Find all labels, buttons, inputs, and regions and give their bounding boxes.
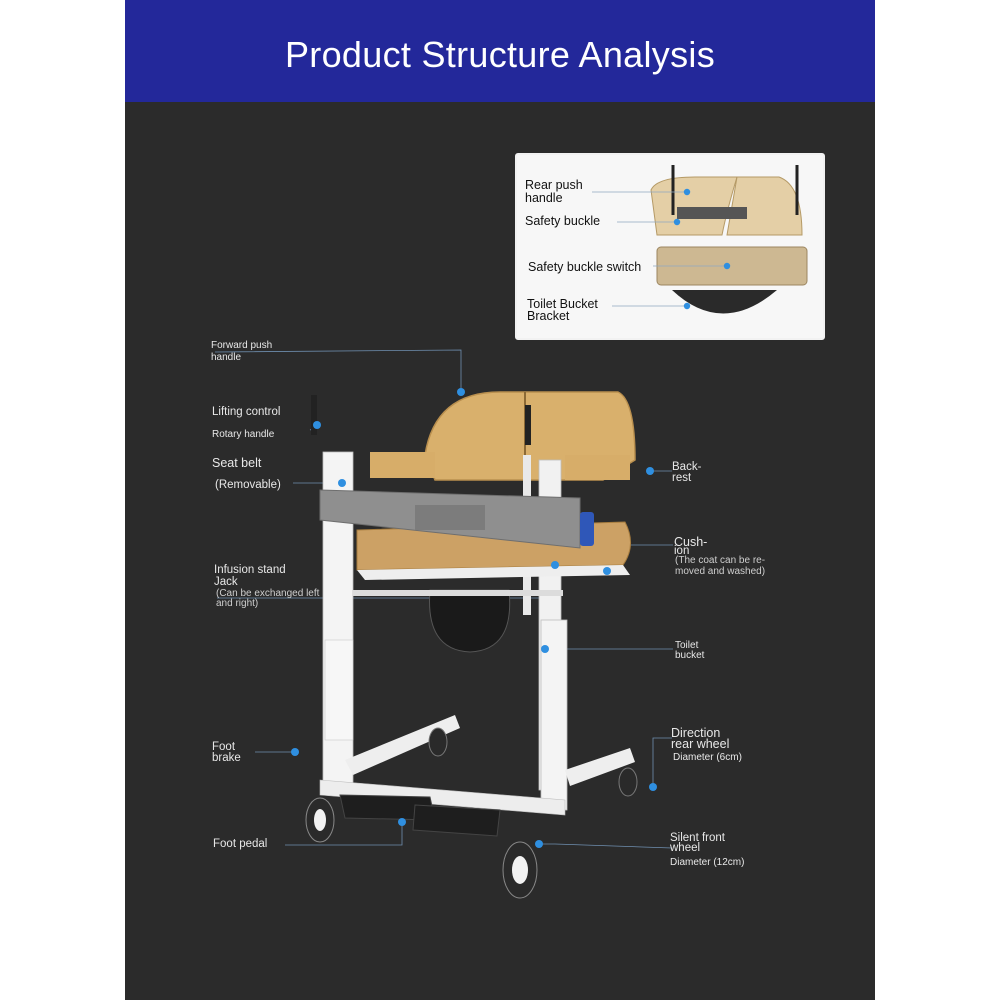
label-silent-wheel-diameter: Diameter (12cm) (670, 857, 745, 868)
page-title: Product Structure Analysis (285, 34, 715, 75)
label-cushion-2: ion (674, 545, 690, 557)
product-poster: Product Structure Analysis (125, 0, 875, 1000)
inset-illustration (517, 155, 823, 338)
chair (305, 391, 638, 899)
label-rear-push-handle-1: Rear push (525, 178, 583, 192)
label-rotary-handle: Rotary handle (212, 429, 275, 440)
transfer-chair-illustration (214, 349, 673, 899)
label-seat-belt: Seat belt (212, 456, 262, 470)
label-cushion-3: (The coat can be re- (675, 555, 766, 566)
label-foot-brake-2: brake (212, 752, 241, 764)
label-toilet-bucket-bracket-1: Toilet Bucket (527, 297, 598, 311)
detail-inset: Rear push handle Safety buckle Safety bu… (515, 153, 825, 340)
label-lifting-control: Lifting control (212, 406, 281, 418)
label-silent-wheel-1: Silent front (670, 832, 725, 844)
label-foot-pedal: Foot pedal (213, 838, 268, 850)
label-infusion-stand-2: Jack (214, 576, 238, 588)
label-direction-wheel-diameter: Diameter (6cm) (673, 752, 742, 763)
label-infusion-stand-4: and right) (216, 598, 259, 609)
label-direction-wheel-2: rear wheel (671, 737, 730, 751)
label-forward-push-handle-2: handle (211, 352, 242, 363)
callout-dots (291, 388, 657, 848)
label-toilet-bucket-1: Toilet (675, 640, 699, 651)
label-rear-push-handle-2: handle (525, 191, 563, 205)
label-seat-belt-removable: (Removable) (215, 479, 281, 491)
label-infusion-stand-1: Infusion stand (214, 564, 286, 576)
label-silent-wheel-2: wheel (670, 842, 701, 854)
label-cushion-1: Cush- (674, 535, 708, 549)
label-direction-wheel-1: Direction (671, 726, 721, 740)
label-forward-push-handle-1: Forward push (211, 340, 273, 351)
label-toilet-bucket-2: bucket (675, 650, 705, 661)
label-safety-buckle-switch: Safety buckle switch (528, 260, 642, 274)
label-cushion-4: moved and washed) (675, 566, 766, 577)
label-safety-buckle: Safety buckle (525, 214, 601, 228)
label-foot-brake-1: Foot (212, 741, 236, 753)
label-backrest-2: rest (672, 472, 692, 484)
label-infusion-stand-3: (Can be exchanged left (216, 588, 320, 599)
label-backrest-1: Back- (672, 461, 702, 473)
label-toilet-bucket-bracket-2: Bracket (527, 309, 570, 323)
title-banner: Product Structure Analysis (125, 0, 875, 102)
